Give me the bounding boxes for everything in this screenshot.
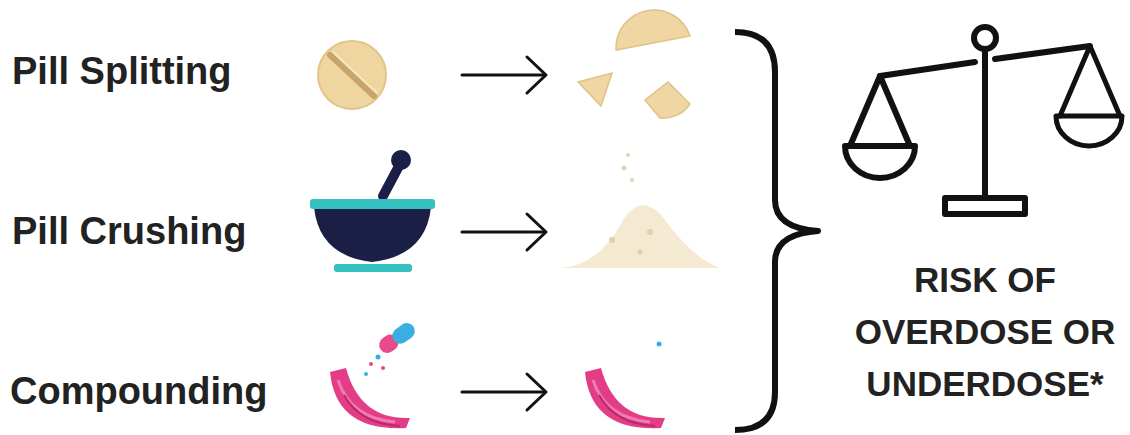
powder-mound: [560, 205, 720, 268]
scale-pan: [845, 146, 915, 178]
bowl-body: [585, 368, 665, 428]
mortar-bowl: [314, 207, 431, 262]
capsule-half: [389, 320, 418, 347]
scale-pan: [1056, 116, 1122, 146]
pill-body: [318, 41, 386, 109]
scale-base: [945, 198, 1025, 214]
risk-label: RISK OF OVERDOSE OR UNDERDOSE*: [845, 254, 1125, 410]
pestle: [383, 166, 399, 196]
arrow-symbol: [462, 374, 546, 410]
arrow-shaft: [462, 231, 545, 234]
arrow-head: [527, 374, 546, 410]
arrow-head: [527, 57, 546, 93]
mortar-and-pestle: [310, 150, 435, 272]
pill-score-highlight: [333, 52, 377, 93]
bowl-swirl: [344, 395, 400, 426]
pill-fragment: [578, 73, 612, 106]
pill-score: [330, 55, 374, 96]
split-pill-pieces: [578, 10, 690, 118]
scale-strings: [1060, 46, 1120, 116]
whole-pill: [318, 41, 386, 109]
powder-pile: [560, 153, 720, 268]
arrow-symbol: [462, 214, 546, 250]
balance-scale-icon: [845, 27, 1122, 214]
granule: [657, 342, 662, 347]
scale-strings: [850, 76, 910, 146]
method-label: Compounding: [10, 370, 267, 414]
scale-pivot: [974, 27, 996, 49]
pill-half: [616, 10, 690, 50]
falling-granule: [376, 355, 381, 360]
capsule: [376, 320, 418, 356]
mixed-bowl: [585, 342, 665, 429]
method-label: Pill Crushing: [12, 210, 246, 254]
powder-speck: [609, 237, 615, 243]
arrow-shaft: [462, 74, 545, 77]
pestle-head: [391, 150, 411, 170]
method-label: Pill Splitting: [12, 50, 232, 94]
powder-speck: [638, 250, 643, 255]
arrow-shaft: [462, 391, 545, 394]
powder-speck: [630, 178, 634, 182]
scale-beam: [880, 46, 1090, 76]
curly-brace: [735, 32, 818, 430]
falling-granule: [364, 372, 368, 376]
bowl-swirl: [599, 395, 655, 426]
mortar-rim: [310, 199, 435, 209]
arrow-symbol: [462, 57, 546, 93]
pill-fragment: [645, 82, 690, 118]
powder-speck: [647, 229, 653, 235]
falling-granule: [381, 366, 385, 370]
powder-speck: [626, 153, 630, 157]
scale-pole: [982, 49, 988, 196]
falling-granule: [369, 362, 373, 366]
bowl-body: [330, 368, 410, 428]
mortar-base: [334, 264, 412, 272]
powder-speck: [622, 166, 627, 171]
compounding-bowl: [330, 320, 418, 428]
arrow-head: [527, 214, 546, 250]
